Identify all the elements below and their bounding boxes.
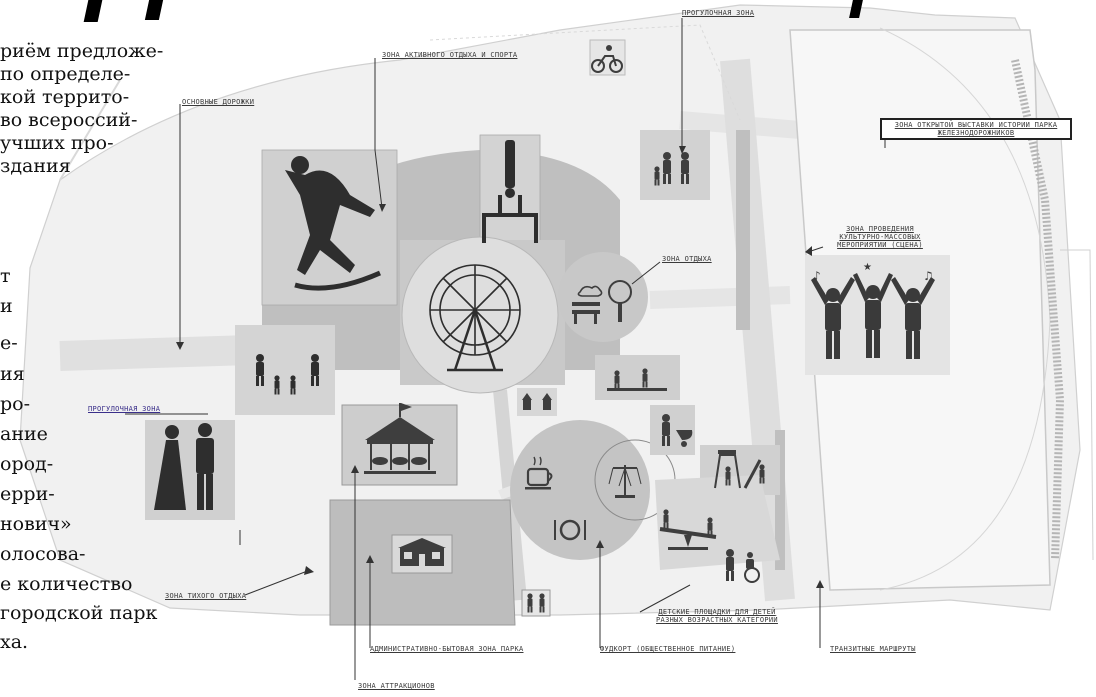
article-line: учших про- bbox=[0, 132, 114, 154]
stroller-icon bbox=[662, 414, 693, 447]
label-attractions-zone: ЗОНА АТТРАКЦИОНОВ bbox=[358, 682, 435, 690]
svg-text:♫: ♫ bbox=[923, 269, 934, 283]
playground-icon bbox=[714, 450, 765, 489]
article-fragment: т bbox=[0, 265, 11, 287]
label-transit-routes: ТРАНЗИТНЫЕ МАРШРУТЫ bbox=[830, 645, 916, 653]
article-line: городской парк bbox=[0, 602, 158, 624]
label-open-exhibition-text: ЗОНА ОТКРЫТОЙ ВЫСТАВКИ ИСТОРИИ ПАРКА ЖЕЛ… bbox=[894, 121, 1058, 137]
article-line: ия bbox=[0, 363, 25, 385]
article-line: риём предложе- bbox=[0, 40, 164, 62]
carousel-icon bbox=[364, 403, 436, 474]
article-line: олосова- bbox=[0, 543, 86, 565]
svg-text:★: ★ bbox=[863, 262, 872, 273]
handstand-icon bbox=[482, 140, 538, 243]
article-line: ха. bbox=[0, 631, 29, 653]
article-line: е- bbox=[0, 332, 18, 354]
article-line: ерри- bbox=[0, 483, 55, 505]
label-events-line2: КУЛЬТУРНО-МАССОВЫХ bbox=[839, 233, 921, 241]
article-line: ород- bbox=[0, 453, 54, 475]
seesaw-icon bbox=[659, 509, 717, 550]
article-fragment: и bbox=[0, 295, 13, 317]
label-main-paths: ОСНОВНЫЕ ДОРОЖКИ bbox=[182, 98, 255, 106]
article-line: во всероссий- bbox=[0, 109, 138, 131]
label-kids-line1: ДЕТСКИЕ ПЛОЩАДКИ ДЛЯ ДЕТЕЙ bbox=[658, 608, 776, 616]
kids-sandbox-icon bbox=[607, 368, 667, 391]
kiosk-icon bbox=[522, 393, 552, 410]
article-line: кой террито- bbox=[0, 86, 130, 108]
building-icon bbox=[398, 538, 446, 566]
article-line: по определе- bbox=[0, 63, 131, 85]
label-foodcourt: ФУДКОРТ (ОБЩЕСТВЕННОЕ ПИТАНИЕ) bbox=[600, 645, 736, 653]
article-line: ание bbox=[0, 423, 48, 445]
article-line: нович» bbox=[0, 513, 72, 535]
article-line: ро- bbox=[0, 393, 31, 415]
wheelchair-icon bbox=[726, 549, 760, 583]
article-line: е количество bbox=[0, 573, 133, 595]
dining-icon bbox=[554, 519, 586, 541]
label-active-sport-zone: ЗОНА АКТИВНОГО ОТДЫХА И СПОРТА bbox=[382, 51, 518, 59]
svg-text:♪: ♪ bbox=[813, 269, 821, 283]
label-rest-zone: ЗОНА ОТДЫХА bbox=[662, 255, 712, 263]
coffee-icon bbox=[525, 456, 553, 490]
crowd-concert-icon: ♪ ♫ ★ bbox=[811, 262, 935, 359]
label-events-line3: МЕРОПРИЯТИЙ (СЦЕНА) bbox=[837, 241, 923, 249]
article-line: здания bbox=[0, 155, 71, 177]
label-kids-line2: РАЗНЫХ ВОЗРАСТНЫХ КАТЕГОРИЙ bbox=[656, 616, 778, 624]
skater-icon bbox=[285, 156, 382, 291]
bicycle-icon bbox=[591, 45, 623, 73]
label-events-zone: ЗОНА ПРОВЕДЕНИЯ КУЛЬТУРНО-МАССОВЫХ МЕРОП… bbox=[820, 225, 940, 249]
label-admin-zone: АДМИНИСТРАТИВНО-БЫТОВАЯ ЗОНА ПАРКА bbox=[370, 645, 524, 653]
label-quiet-rest-zone: ЗОНА ТИХОГО ОТДЫХА bbox=[165, 592, 247, 600]
label-walking-zone-top: ПРОГУЛОЧНАЯ ЗОНА bbox=[682, 9, 755, 17]
label-walking-zone-left: ПРОГУЛОЧНАЯ ЗОНА bbox=[88, 405, 161, 413]
swing-ride-icon bbox=[608, 465, 642, 498]
rest-bench-icon bbox=[572, 280, 632, 324]
wedding-couple-icon bbox=[154, 423, 214, 510]
label-kids-playgrounds: ДЕТСКИЕ ПЛОЩАДКИ ДЛЯ ДЕТЕЙ РАЗНЫХ ВОЗРАС… bbox=[632, 608, 802, 624]
ferris-wheel-icon bbox=[429, 264, 521, 372]
label-events-line1: ЗОНА ПРОВЕДЕНИЯ bbox=[846, 225, 914, 233]
label-open-exhibition-zone: ЗОНА ОТКРЫТОЙ ВЫСТАВКИ ИСТОРИИ ПАРКА ЖЕЛ… bbox=[880, 118, 1072, 140]
